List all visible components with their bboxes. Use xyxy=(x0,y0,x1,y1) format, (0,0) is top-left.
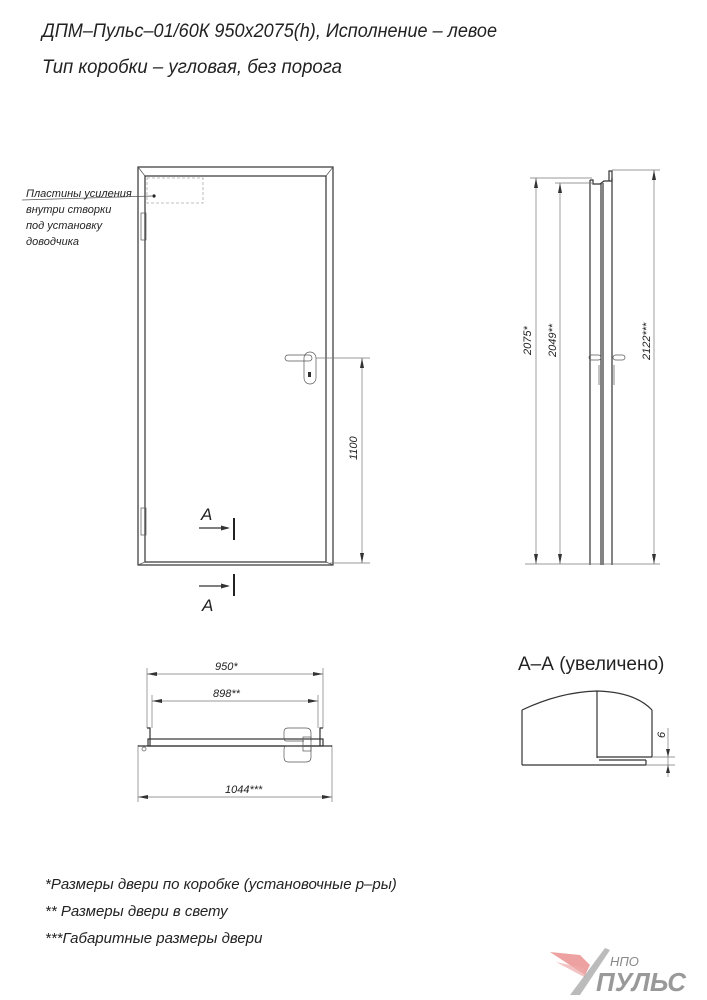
section-title: А–А (увеличено) xyxy=(518,654,664,675)
npo-puls-logo: НПО ПУЛЬС xyxy=(550,948,687,997)
section-a-a: А–А (увеличено) 6 xyxy=(518,654,675,777)
side-view: 2075* 2049** 2122*** xyxy=(522,169,660,565)
footnote-1: *Размеры двери по коробке (установочные … xyxy=(45,876,397,893)
title-line-2: Тип коробки – угловая, без порога xyxy=(42,57,342,78)
dim-2122: 2122*** xyxy=(641,322,653,361)
footnote-2: ** Размеры двери в свету xyxy=(45,903,229,920)
svg-text:ПУЛЬС: ПУЛЬС xyxy=(596,967,687,997)
hinge-bottom xyxy=(140,507,147,536)
handle-lever xyxy=(284,354,313,362)
dim-1100: 1100 xyxy=(348,435,360,460)
dim-2075: 2075* xyxy=(522,326,534,356)
dim-950: 950* xyxy=(215,661,238,673)
reinforcement-annotation: Пластины усиления внутри створки под уст… xyxy=(26,188,135,248)
footnote-3: ***Габаритные размеры двери xyxy=(45,930,263,947)
dim-6: 6 xyxy=(656,731,668,738)
title-line-1: ДПМ–Пульс–01/60К 950х2075(h), Исполнение… xyxy=(40,21,497,42)
dim-898: 898** xyxy=(213,688,241,700)
reinforcement-plates xyxy=(146,177,204,204)
section-mark-a-top: А xyxy=(200,505,212,524)
front-view: Пластины усиления внутри створки под уст… xyxy=(21,166,370,615)
section-mark-a-bottom: А xyxy=(201,596,213,615)
dim-1044: 1044*** xyxy=(225,784,263,796)
handle-escutcheon xyxy=(303,351,317,385)
dim-2049: 2049** xyxy=(547,323,559,358)
svg-text:НПО: НПО xyxy=(610,954,639,969)
plan-view: 950* 898** 1044*** xyxy=(137,661,333,802)
hinge-top xyxy=(140,212,147,241)
